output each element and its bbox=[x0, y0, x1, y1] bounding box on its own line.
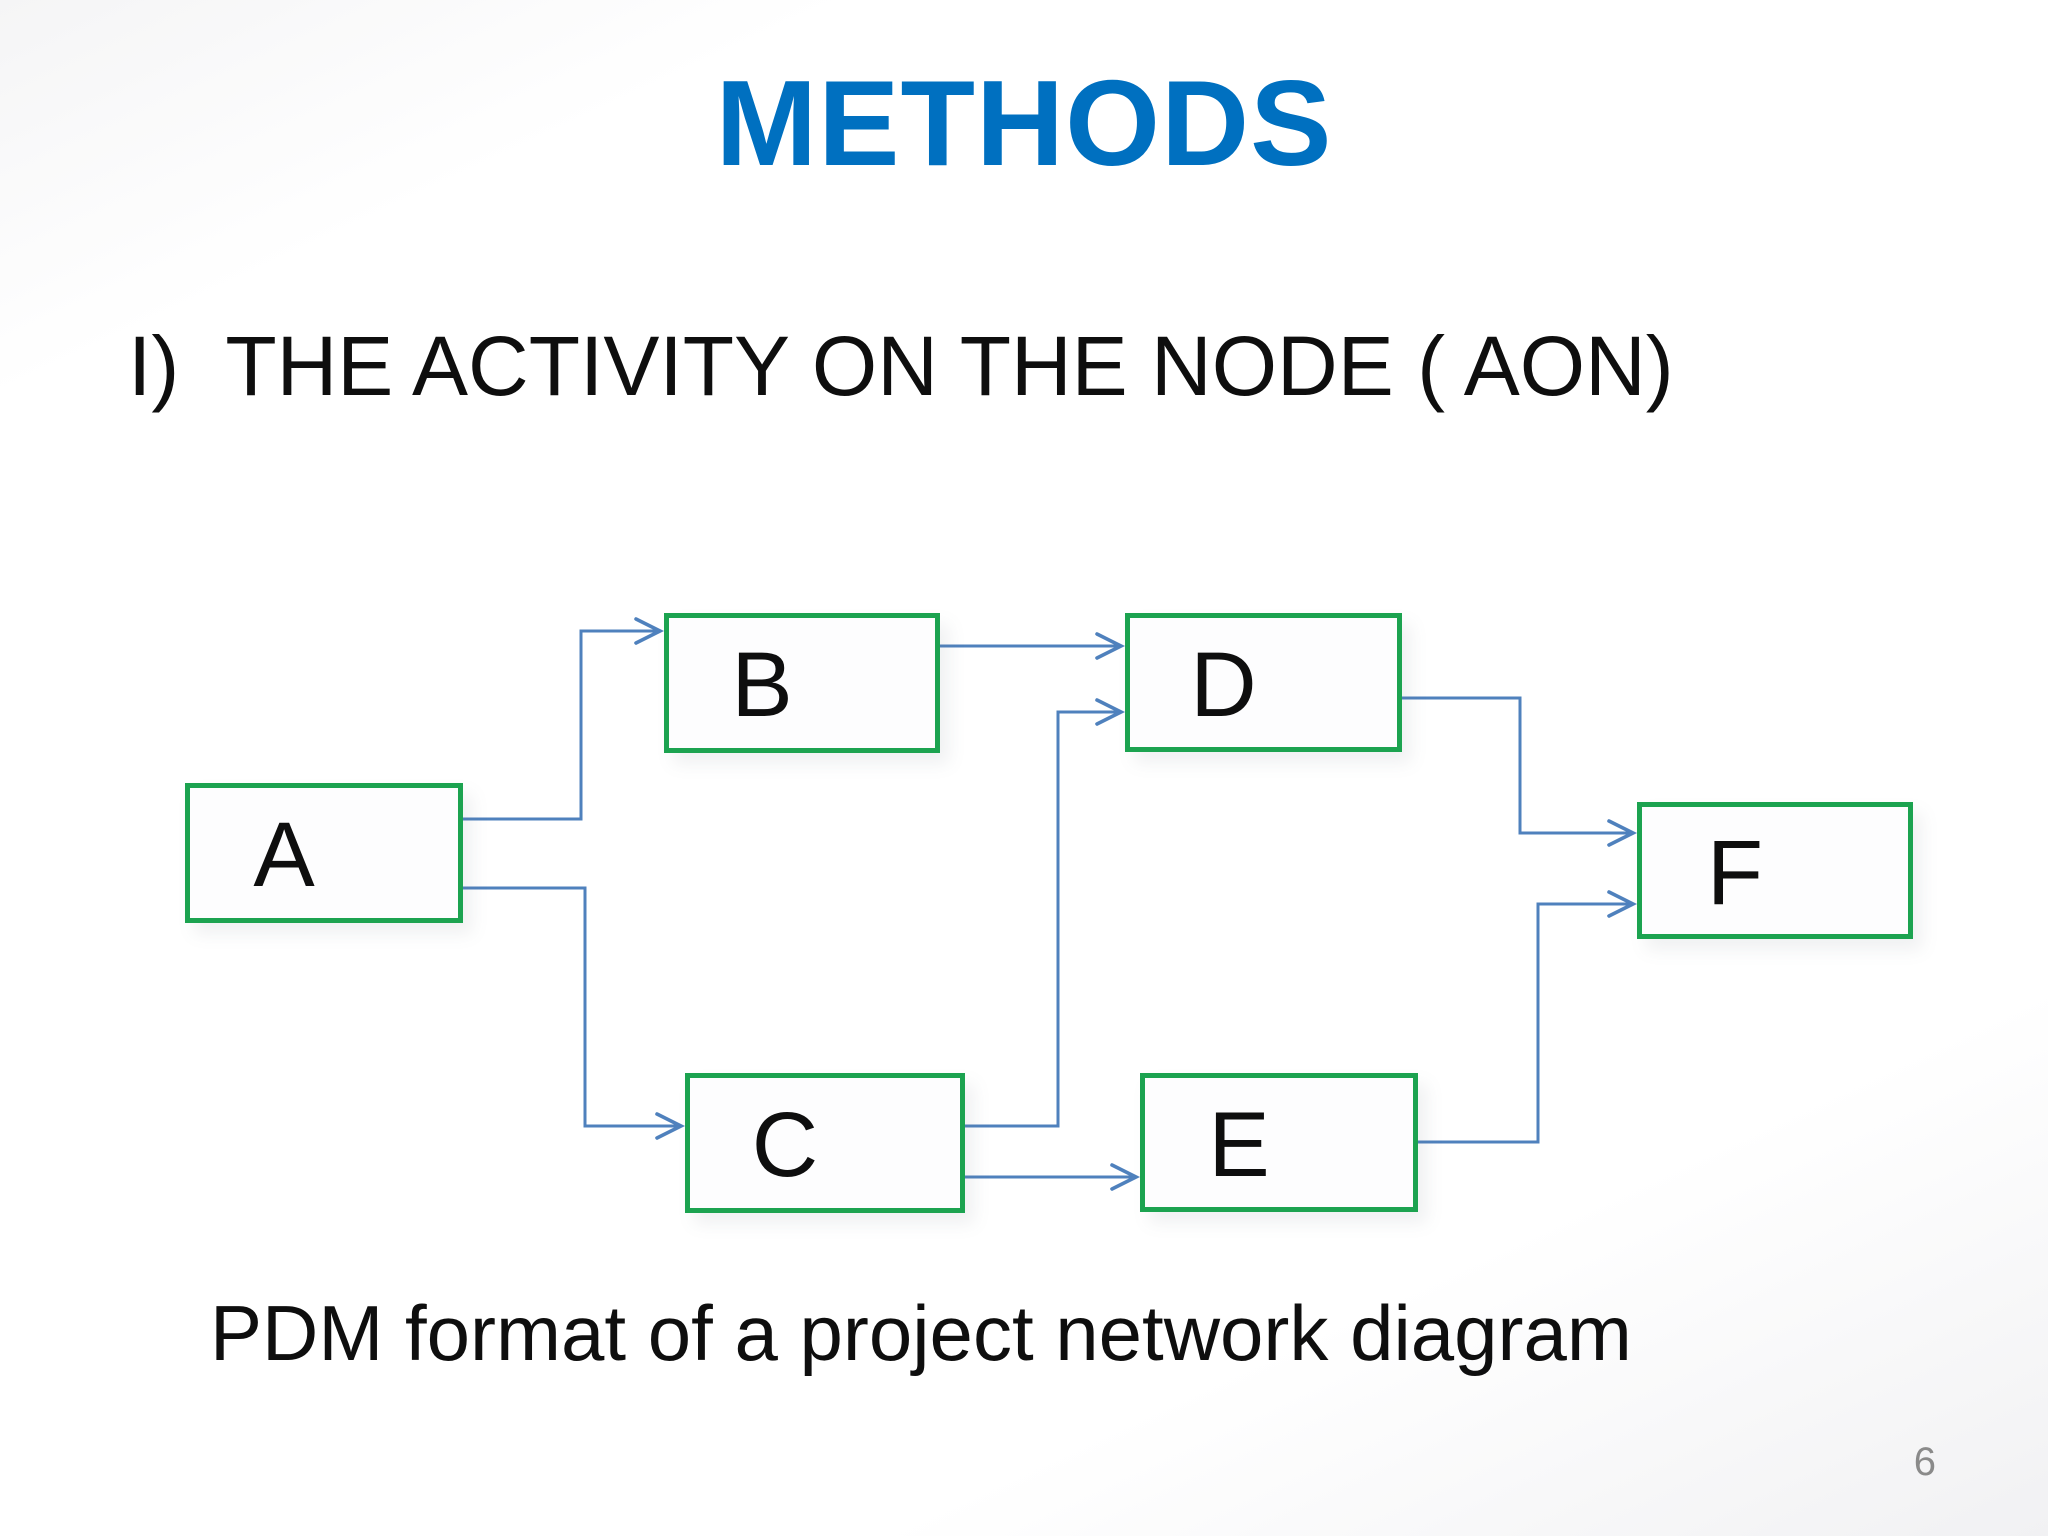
edge-d-to-f bbox=[1402, 696, 1638, 847]
node-c: C bbox=[685, 1073, 965, 1213]
node-label-d: D bbox=[1190, 633, 1257, 736]
node-e: E bbox=[1140, 1073, 1418, 1212]
node-label-c: C bbox=[751, 1094, 819, 1196]
node-a: A bbox=[185, 783, 463, 923]
node-b: B bbox=[664, 613, 940, 753]
node-d: D bbox=[1125, 613, 1402, 752]
node-label-e: E bbox=[1208, 1093, 1270, 1196]
node-label-a: A bbox=[253, 804, 315, 906]
slide-heading: I)THE ACTIVITY ON THE NODE ( AON) bbox=[128, 324, 1988, 408]
edge-e-to-f bbox=[1418, 890, 1638, 1144]
edge-a-to-b bbox=[463, 617, 665, 821]
heading-text: THE ACTIVITY ON THE NODE ( AON) bbox=[225, 319, 1674, 413]
edge-c-to-d bbox=[965, 698, 1126, 1128]
edge-a-to-c bbox=[463, 886, 686, 1140]
heading-list-marker: I) bbox=[128, 319, 180, 413]
node-label-b: B bbox=[731, 634, 793, 736]
node-f: F bbox=[1637, 802, 1913, 939]
diagram-caption: PDM format of a project network diagram bbox=[210, 1289, 1632, 1377]
slide-title: METHODS bbox=[715, 55, 1333, 191]
node-label-f: F bbox=[1706, 821, 1764, 924]
page-number: 6 bbox=[1913, 1440, 1936, 1484]
